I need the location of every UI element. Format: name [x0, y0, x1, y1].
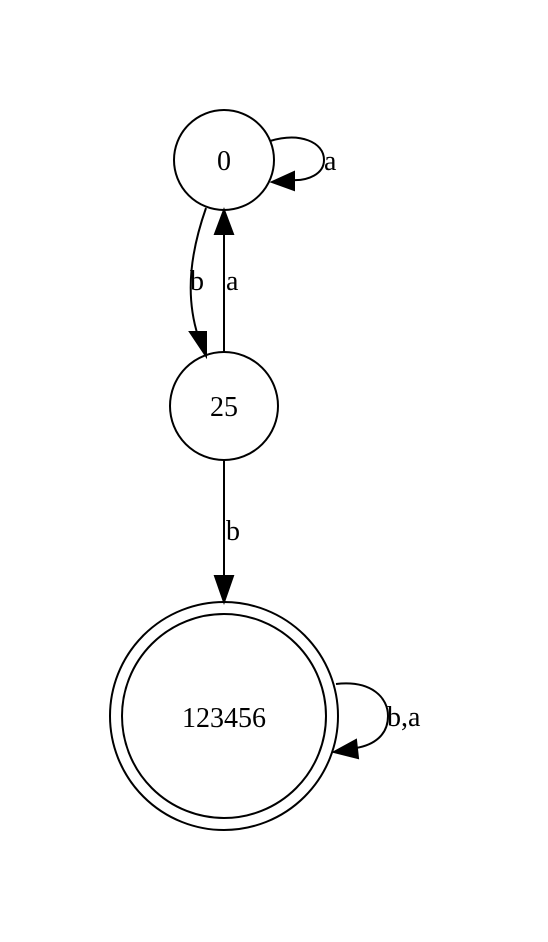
arrowhead: [188, 331, 207, 360]
edge-0-to-0: a: [269, 136, 337, 192]
accepting-state-node-123456: 123456: [109, 601, 339, 831]
edge-label-25-to-123456: b: [226, 516, 240, 547]
state-label-25: 25: [210, 392, 238, 423]
edge-25-to-123456: b: [213, 460, 240, 606]
edge-label-0-to-0: a: [324, 146, 337, 177]
arrowhead: [269, 170, 295, 192]
edge-label-25-to-0: a: [226, 266, 239, 297]
arrowhead: [331, 738, 360, 760]
state-node-0: 0: [173, 109, 275, 211]
edge-label-123456-to-123456: b,a: [387, 702, 421, 733]
state-label-0: 0: [217, 146, 231, 177]
edge-123456-to-123456: b,a: [331, 682, 421, 760]
state-node-25: 25: [169, 351, 279, 461]
edge-25-to-0: a: [213, 207, 239, 352]
state-label-123456: 123456: [182, 703, 266, 734]
arrowhead: [213, 575, 235, 606]
edge-label-0-to-25: b: [190, 266, 204, 297]
edge-0-to-25: b: [188, 207, 207, 360]
arrowhead: [213, 207, 235, 235]
